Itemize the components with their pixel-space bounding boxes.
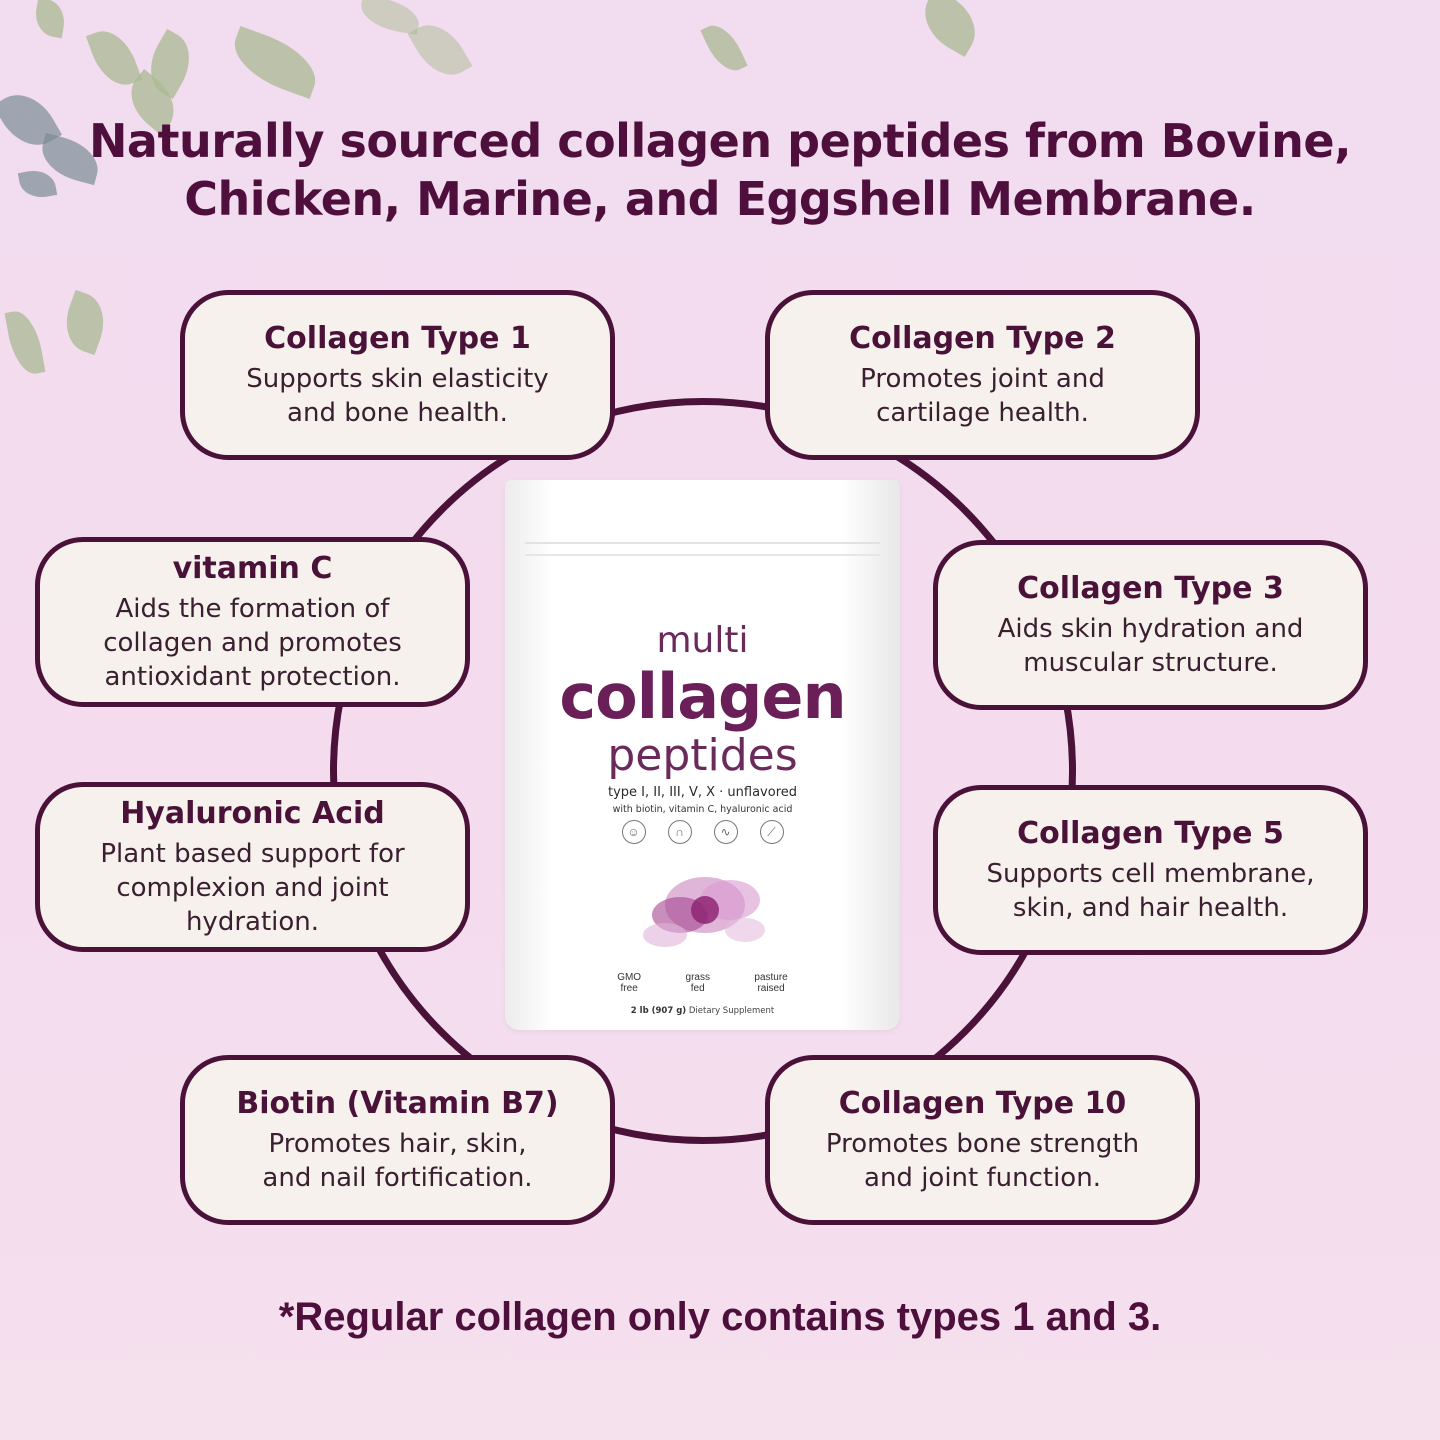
card-vitamin-c: vitamin C Aids the formation of collagen…: [35, 537, 470, 707]
product-name-line2: collagen: [559, 660, 846, 733]
card-hyaluronic-acid: Hyaluronic Acid Plant based support for …: [35, 782, 470, 952]
card-collagen-type-1: Collagen Type 1 Supports skin elasticity…: [180, 290, 615, 460]
product-pouch: multi collagen peptides type I, II, III,…: [505, 480, 900, 1030]
card-collagen-type-2: Collagen Type 2 Promotes joint and carti…: [765, 290, 1200, 460]
product-types: type I, II, III, V, X · unflavored: [607, 785, 798, 800]
card-title: Collagen Type 3: [1017, 571, 1284, 606]
product-name-line3: peptides: [607, 730, 798, 781]
card-description: Promotes hair, skin, and nail fortificat…: [262, 1129, 533, 1193]
card-collagen-type-10: Collagen Type 10 Promotes bone strength …: [765, 1055, 1200, 1225]
flower-illustration: [643, 877, 765, 947]
face-icon: ☺: [621, 820, 646, 844]
card-title: Hyaluronic Acid: [120, 796, 385, 831]
hair-icon: ∿: [713, 820, 738, 844]
product-name-line1: multi: [656, 620, 749, 661]
card-title: Collagen Type 10: [838, 1086, 1127, 1121]
connector-ring: [330, 398, 1076, 1144]
supplement-label: Dietary Supplement: [688, 1006, 775, 1016]
card-collagen-type-5: Collagen Type 5 Supports cell membrane, …: [933, 785, 1368, 955]
joint-icon: ⟋: [759, 820, 784, 844]
card-description: Promotes bone strength and joint functio…: [825, 1129, 1140, 1193]
product-ingredients: with biotin, vitamin C, hyaluronic acid: [612, 804, 793, 815]
card-title: Collagen Type 1: [264, 321, 531, 356]
card-description: Supports skin elasticity and bone health…: [246, 364, 549, 428]
product-icon-row: ☺ ∩ ∿ ⟋: [505, 820, 900, 844]
card-description: Promotes joint and cartilage health.: [860, 364, 1105, 428]
badge-grass-fed: grass fed: [685, 972, 710, 994]
card-title: Biotin (Vitamin B7): [236, 1086, 559, 1121]
card-title: Collagen Type 2: [849, 321, 1116, 356]
card-biotin: Biotin (Vitamin B7) Promotes hair, skin,…: [180, 1055, 615, 1225]
product-weight: 2 lb (907 g) Dietary Supplement: [505, 1006, 900, 1016]
headline: Naturally sourced collagen peptides from…: [88, 114, 1352, 226]
footnote: *Regular collagen only contains types 1 …: [278, 1295, 1162, 1339]
badge-pasture-raised: pasture raised: [754, 972, 788, 994]
product-badges: GMO free grass fed pasture raised: [505, 972, 900, 994]
weight-value: 2 lb (907 g): [630, 1006, 687, 1016]
card-description: Aids skin hydration and muscular structu…: [997, 614, 1304, 678]
card-description: Aids the formation of collagen and promo…: [103, 594, 402, 692]
card-title: Collagen Type 5: [1017, 816, 1284, 851]
pouch-zipper: [525, 542, 880, 556]
card-description: Plant based support for complexion and j…: [100, 839, 405, 937]
card-title: vitamin C: [172, 551, 333, 586]
badge-gmo-free: GMO free: [617, 972, 642, 994]
card-description: Supports cell membrane, skin, and hair h…: [986, 859, 1315, 923]
nail-icon: ∩: [667, 820, 692, 844]
card-collagen-type-3: Collagen Type 3 Aids skin hydration and …: [933, 540, 1368, 710]
